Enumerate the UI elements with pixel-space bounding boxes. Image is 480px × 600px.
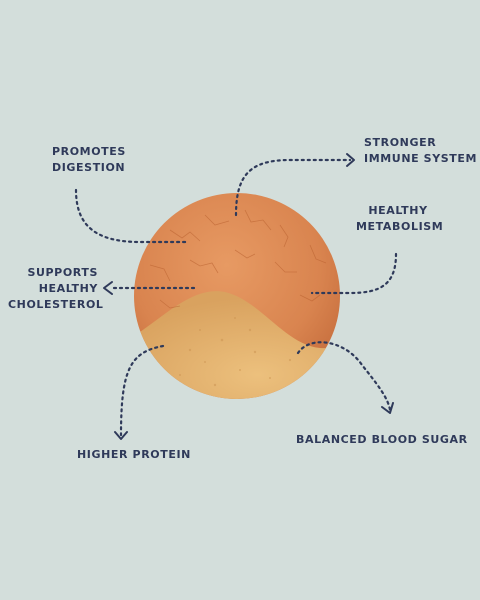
connectors	[74, 158, 398, 437]
label-stronger-immune-system: STRONGER IMMUNE SYSTEM	[364, 136, 478, 165]
arrow-icon	[381, 402, 394, 414]
connector-stronger-immune	[234, 158, 352, 217]
cookie-image	[134, 193, 340, 399]
connector-promotes-digestion	[74, 188, 190, 244]
label-promotes-digestion: PROMOTES DIGESTION	[52, 145, 126, 174]
arrow-icon	[103, 281, 113, 295]
label-balanced-blood-sugar: BALANCED BLOOD SUGAR	[296, 433, 468, 446]
label-higher-protein: HIGHER PROTEIN	[77, 448, 191, 461]
label-healthy-metabolism: HEALTHY METABOLISM	[356, 204, 444, 233]
connector-balanced-blood-sugar	[296, 341, 392, 412]
label-supports-healthy-cholesterol: SUPPORTS HEALTHY CHOLESTEROL	[8, 266, 104, 311]
connector-healthy-metabolism	[310, 252, 398, 295]
arrow-icon	[346, 153, 355, 167]
arrow-icon	[114, 431, 128, 440]
connector-higher-protein	[119, 344, 165, 437]
